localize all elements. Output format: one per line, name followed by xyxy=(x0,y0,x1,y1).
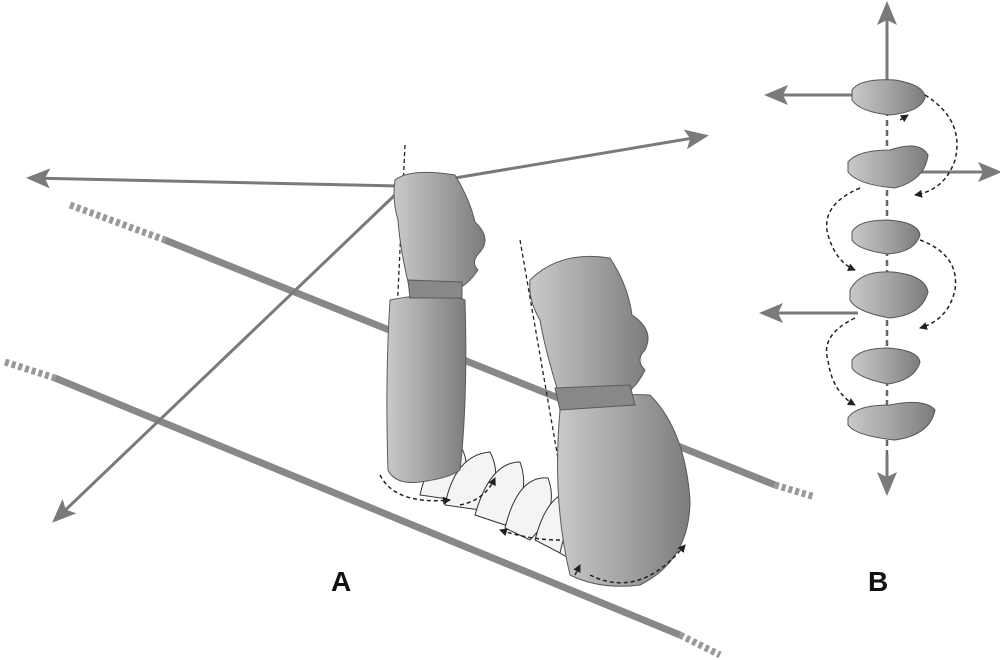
rotation-arrows-a xyxy=(379,474,686,584)
panel-label-b: B xyxy=(868,566,889,597)
guide-line-2 xyxy=(519,239,561,471)
moai-statue-2 xyxy=(529,255,691,587)
axis-arrow-left xyxy=(26,168,399,189)
panel-label-a: A xyxy=(331,566,352,597)
head-cross-sections xyxy=(847,79,936,441)
axis-arrow-down-left xyxy=(52,190,400,523)
axis-arrow-right xyxy=(454,129,709,180)
rotation-arrows-b xyxy=(825,94,958,406)
moai-statue-1 xyxy=(386,171,486,483)
